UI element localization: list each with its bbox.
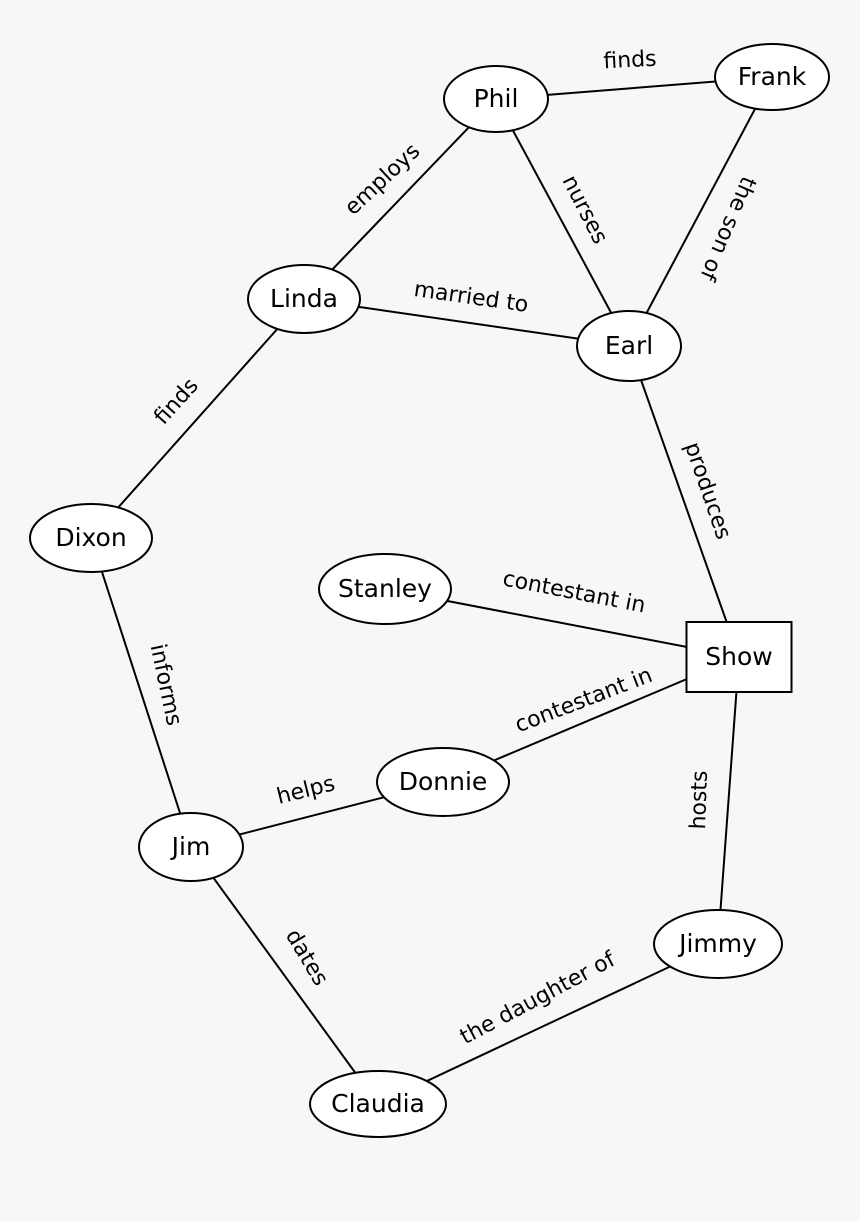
node-jimmy-label: Jimmy	[677, 929, 757, 958]
edge-label-jim-donnie: helps	[274, 771, 337, 810]
node-jimmy-shape	[653, 909, 783, 979]
node-frank-shape	[714, 43, 830, 111]
edge-label-earl-show: produces	[679, 439, 736, 543]
edge-label-dixon-jim: informs	[145, 642, 187, 728]
node-claudia-label: Claudia	[331, 1089, 425, 1118]
edge-frank-earl	[628, 76, 773, 347]
edge-jim-claudia	[190, 846, 379, 1105]
node-dixon-label: Dixon	[55, 523, 126, 552]
node-dixon-shape	[29, 503, 153, 573]
node-earl-label: Earl	[605, 331, 653, 360]
node-jim-shape	[138, 812, 244, 882]
node-linda: Linda	[247, 264, 361, 334]
node-show-label: Show	[705, 642, 772, 671]
node-stanley-label: Stanley	[338, 574, 432, 603]
edge-label-show-jimmy: hosts	[686, 770, 713, 830]
node-jim-label: Jim	[170, 832, 211, 861]
node-show-shape	[685, 621, 793, 693]
node-earl: Earl	[576, 310, 682, 382]
node-stanley: Stanley	[318, 553, 452, 625]
edge-label-phil-frank: finds	[603, 47, 657, 75]
node-earl-shape	[576, 310, 682, 382]
edge-show-jimmy	[717, 656, 740, 945]
node-donnie: Donnie	[376, 747, 510, 817]
node-claudia-shape	[309, 1070, 447, 1138]
edge-label-claudia-jimmy: the daughter of	[456, 947, 621, 1050]
node-jim: Jim	[138, 812, 244, 882]
node-linda-label: Linda	[270, 284, 338, 313]
edge-label-linda-earl: married to	[412, 277, 530, 318]
nodes-layer: Phil FrankLindaEarlDixonStanleyShowDonnie…	[29, 43, 830, 1138]
node-dixon: Dixon	[29, 503, 153, 573]
edge-claudia-jimmy	[377, 943, 719, 1105]
node-donnie-shape	[376, 747, 510, 817]
node-claudia: Claudia	[309, 1070, 447, 1138]
node-show: Show	[685, 621, 793, 693]
edge-dixon-jim	[90, 537, 192, 848]
node-phil: Phil	[443, 65, 549, 133]
node-frank: Frank	[714, 43, 830, 111]
edge-dixon-linda	[90, 298, 305, 539]
edge-phil-earl	[495, 98, 630, 347]
edge-earl-show	[628, 345, 740, 658]
node-stanley-shape	[318, 553, 452, 625]
node-linda-shape	[247, 264, 361, 334]
node-phil-shape	[443, 65, 549, 133]
node-phil-label: Phil	[474, 84, 519, 113]
node-donnie-label: Donnie	[399, 767, 488, 796]
edge-label-linda-phil: employs	[340, 139, 425, 221]
node-jimmy: Jimmy	[653, 909, 783, 979]
edge-label-stanley-show: contestant in	[501, 566, 648, 618]
edge-label-phil-earl: nurses	[557, 171, 613, 248]
edge-linda-phil	[303, 98, 497, 300]
edge-label-frank-earl: the son of	[694, 173, 761, 285]
node-frank-label: Frank	[738, 62, 807, 91]
